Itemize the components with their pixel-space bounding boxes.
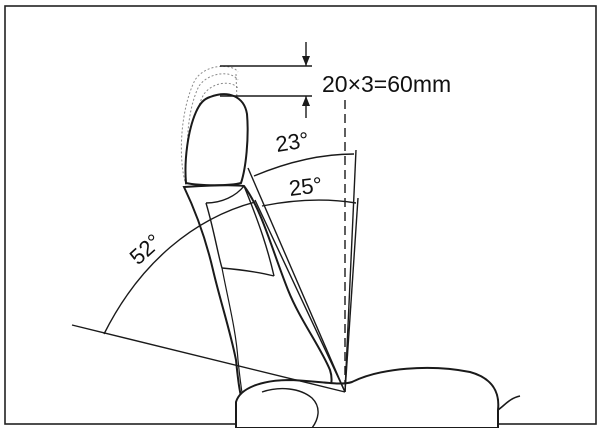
arc-52 — [103, 201, 256, 335]
dimension-arrow-bottom — [302, 96, 310, 106]
ray-23 — [344, 149, 357, 393]
ray-seatback-mid — [254, 199, 346, 393]
ray-recline-full — [71, 324, 346, 393]
seat-back-inner-contour — [205, 185, 275, 277]
angle-arcs — [103, 153, 357, 335]
angle-rays — [71, 149, 359, 393]
arc-25 — [261, 199, 357, 207]
seat-cushion — [235, 366, 500, 428]
arc-23 — [253, 153, 355, 177]
ray-25 — [344, 197, 359, 393]
dimension-arrow-top — [302, 56, 310, 66]
dimension-label: 20×3=60mm — [322, 71, 451, 97]
angle-23-label: 23° — [274, 127, 311, 157]
headrest — [184, 93, 249, 187]
seat-cushion-inner — [261, 387, 319, 428]
angle-52-label: 52° — [125, 229, 166, 270]
seat-back — [182, 184, 333, 412]
seat-cushion-edge — [497, 395, 521, 411]
angle-25-label: 25° — [288, 172, 324, 201]
